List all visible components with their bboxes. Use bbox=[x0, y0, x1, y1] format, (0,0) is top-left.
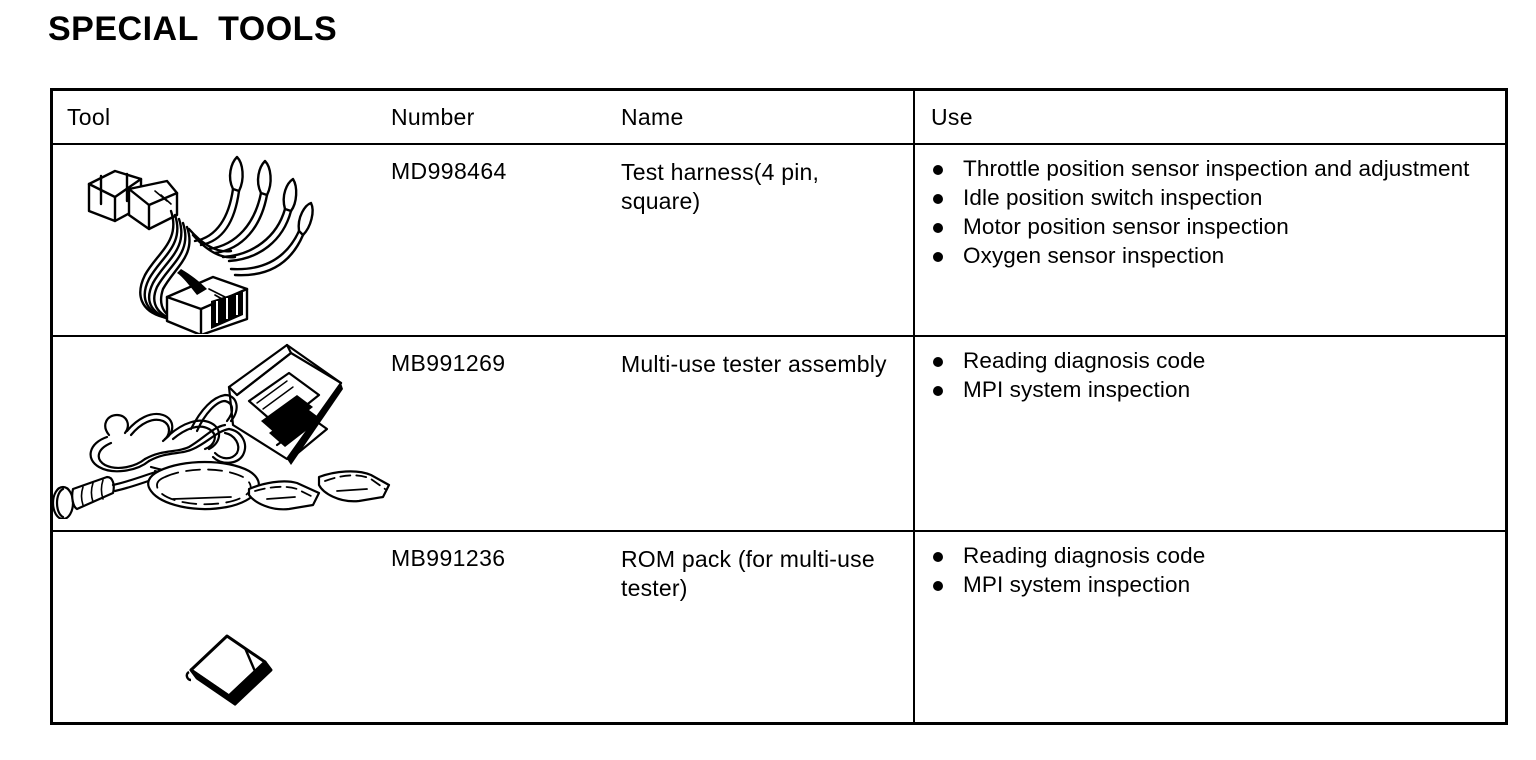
list-item: Reading diagnosis code bbox=[925, 347, 1485, 375]
list-item: Oxygen sensor inspection bbox=[925, 242, 1485, 270]
bullet-icon bbox=[933, 165, 943, 175]
use-text: Motor position sensor inspection bbox=[963, 214, 1289, 239]
tool-name: Test harness(4 pin, square) bbox=[621, 159, 820, 214]
tool-use-cell: Throttle position sensor inspection and … bbox=[925, 155, 1485, 271]
tool-name: Multi-use tester assembly bbox=[621, 351, 887, 377]
use-text: MPI system inspection bbox=[963, 377, 1191, 402]
tool-use-cell: Reading diagnosis code MPI system inspec… bbox=[925, 542, 1485, 600]
use-list: Throttle position sensor inspection and … bbox=[925, 155, 1485, 270]
tool-illustration-cell bbox=[53, 532, 383, 726]
use-text: Oxygen sensor inspection bbox=[963, 243, 1225, 268]
header-rule bbox=[53, 143, 1505, 145]
bullet-icon bbox=[933, 386, 943, 396]
row-divider-2 bbox=[53, 530, 1505, 532]
bullet-icon bbox=[933, 357, 943, 367]
use-text: Reading diagnosis code bbox=[963, 543, 1206, 568]
use-text: Throttle position sensor inspection and … bbox=[963, 156, 1470, 181]
use-text: Idle position switch inspection bbox=[963, 185, 1263, 210]
tool-illustration-cell bbox=[53, 145, 383, 335]
tool-illustration-cell bbox=[51, 337, 391, 530]
list-item: Idle position switch inspection bbox=[925, 184, 1485, 212]
page-title: SPECIAL TOOLS bbox=[48, 10, 338, 48]
tool-number: MB991236 bbox=[391, 545, 506, 571]
tool-name: ROM pack (for multi-use tester) bbox=[621, 546, 875, 601]
tool-number: MD998464 bbox=[391, 158, 507, 184]
column-header-number: Number bbox=[391, 104, 475, 130]
bullet-icon bbox=[933, 552, 943, 562]
list-item: Throttle position sensor inspection and … bbox=[925, 155, 1485, 183]
use-list: Reading diagnosis code MPI system inspec… bbox=[925, 542, 1485, 599]
column-header-tool: Tool bbox=[67, 104, 111, 130]
bullet-icon bbox=[933, 223, 943, 233]
column-header-name: Name bbox=[621, 104, 684, 130]
tool-use-cell: Reading diagnosis code MPI system inspec… bbox=[925, 347, 1485, 405]
column-header-use: Use bbox=[931, 104, 973, 130]
test-harness-illustration bbox=[87, 155, 314, 334]
list-item: MPI system inspection bbox=[925, 571, 1485, 599]
table-row: MD998464 Test harness(4 pin, square) Thr… bbox=[53, 145, 1505, 335]
multi-use-tester-illustration bbox=[51, 343, 391, 519]
use-column-divider bbox=[913, 91, 915, 722]
use-text: MPI system inspection bbox=[963, 572, 1191, 597]
list-item: Motor position sensor inspection bbox=[925, 213, 1485, 241]
list-item: Reading diagnosis code bbox=[925, 542, 1485, 570]
bullet-icon bbox=[933, 252, 943, 262]
row-divider-1 bbox=[53, 335, 1505, 337]
bullet-icon bbox=[933, 194, 943, 204]
table-row: MB991269 Multi-use tester assembly Readi… bbox=[51, 337, 1505, 530]
tool-number: MB991269 bbox=[391, 350, 506, 376]
rom-pack-illustration bbox=[185, 634, 273, 706]
use-list: Reading diagnosis code MPI system inspec… bbox=[925, 347, 1485, 404]
list-item: MPI system inspection bbox=[925, 376, 1485, 404]
use-text: Reading diagnosis code bbox=[963, 348, 1206, 373]
table-row: MB991236 ROM pack (for multi-use tester)… bbox=[53, 532, 1505, 726]
bullet-icon bbox=[933, 581, 943, 591]
special-tools-table: Tool Number Name Use bbox=[50, 88, 1508, 725]
